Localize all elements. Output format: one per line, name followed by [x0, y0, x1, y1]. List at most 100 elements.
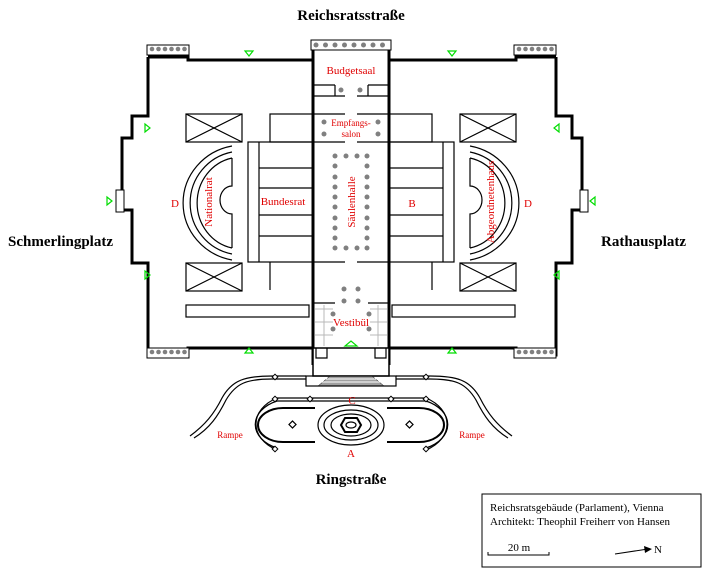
- column: [364, 153, 370, 159]
- portico-column: [516, 46, 522, 52]
- column: [364, 204, 370, 210]
- column: [341, 286, 347, 292]
- portico-column: [156, 349, 161, 355]
- entrance-marker-icon: [243, 347, 255, 354]
- legend-title: Reichsratsgebäude (Parlament), Vienna: [490, 502, 664, 514]
- ramp-post: [387, 395, 395, 403]
- ramp-post: [271, 395, 279, 403]
- column: [341, 298, 347, 304]
- ramp-post: [422, 373, 430, 381]
- label-reception-2: salon: [342, 129, 361, 139]
- portico-column: [523, 349, 528, 355]
- column: [375, 131, 381, 137]
- label-b: B: [408, 198, 415, 210]
- portico-column: [332, 42, 338, 48]
- label-vestibule: Vestibül: [333, 317, 369, 329]
- column: [343, 245, 349, 251]
- portico-columns: [149, 42, 554, 355]
- label-federal-council: Bundesrat: [261, 196, 306, 208]
- portico-column: [549, 349, 554, 355]
- column: [332, 194, 338, 200]
- stairwells: [185, 113, 517, 318]
- entrance-marker-icon: [243, 50, 255, 57]
- column: [332, 215, 338, 221]
- label-budget-hall: Budgetsaal: [327, 65, 376, 77]
- portico-column: [549, 46, 554, 52]
- portico-column: [175, 349, 181, 355]
- portico-column: [351, 42, 357, 48]
- street-north: Reichsratsstraße: [297, 8, 405, 24]
- portico-column: [529, 349, 535, 355]
- entrance-marker-icon: [144, 269, 151, 281]
- portico-column: [182, 46, 187, 52]
- entrance-marker-icon: [553, 122, 560, 134]
- south-portico: [305, 347, 397, 387]
- column: [366, 311, 372, 317]
- portico-column: [149, 349, 155, 355]
- column: [375, 119, 381, 125]
- column: [354, 153, 360, 159]
- label-c: C: [348, 395, 355, 407]
- ramps: [189, 375, 513, 451]
- column: [364, 215, 370, 221]
- label-ramp-east: Rampe: [459, 430, 485, 440]
- portico-column: [342, 42, 347, 48]
- column: [321, 131, 327, 137]
- portico-column: [516, 349, 522, 355]
- column: [354, 245, 360, 251]
- ramp-post: [271, 445, 279, 453]
- column: [355, 298, 361, 304]
- wings: [247, 84, 455, 304]
- column: [343, 153, 349, 159]
- column: [364, 225, 370, 231]
- column: [332, 163, 338, 169]
- entrance-marker-icon: [589, 195, 596, 207]
- house-of-deputies-chamber: [469, 145, 520, 261]
- portico-column: [529, 46, 535, 52]
- main-entrance-icon: [343, 340, 359, 347]
- north-arrow-icon: [644, 546, 652, 553]
- street-south: Ringstraße: [316, 472, 387, 488]
- column: [338, 87, 344, 93]
- street-west: Schmerlingplatz: [8, 234, 113, 250]
- portico-column: [380, 42, 385, 48]
- vestibule-grid: [315, 305, 387, 346]
- portico-column: [162, 349, 168, 355]
- column: [364, 163, 370, 169]
- portico-column: [370, 42, 376, 48]
- ramp-post: [422, 395, 430, 403]
- portico-column: [162, 46, 168, 52]
- column: [364, 184, 370, 190]
- column: [366, 326, 372, 332]
- column: [355, 286, 361, 292]
- entrance-marker-icon: [106, 195, 113, 207]
- column: [332, 184, 338, 190]
- portico-column: [156, 46, 161, 52]
- column: [330, 326, 336, 332]
- column: [332, 225, 338, 231]
- north-arrow-line: [614, 548, 649, 555]
- column: [321, 119, 327, 125]
- ramp-post: [271, 373, 279, 381]
- scale-label: 20 m: [508, 542, 531, 554]
- column: [332, 153, 338, 159]
- fountain: [257, 404, 445, 446]
- column: [364, 194, 370, 200]
- portico-column: [182, 349, 187, 355]
- corner-porticos: [115, 39, 589, 359]
- label-a: A: [347, 448, 355, 460]
- scale-bar: [487, 552, 550, 556]
- column: [364, 245, 370, 251]
- portico-column: [169, 349, 174, 355]
- column: [332, 235, 338, 241]
- ramp-post: [422, 445, 430, 453]
- ramp-posts: [271, 373, 430, 453]
- ramp-post: [306, 395, 314, 403]
- column: [364, 174, 370, 180]
- portico-column: [542, 46, 548, 52]
- legend-architect: Architekt: Theophil Freiherr von Hansen: [490, 516, 671, 528]
- label-d-west: D: [171, 198, 179, 210]
- legend-box: Reichsratsgebäude (Parlament), Vienna Ar…: [481, 493, 702, 568]
- portico-column: [169, 46, 174, 52]
